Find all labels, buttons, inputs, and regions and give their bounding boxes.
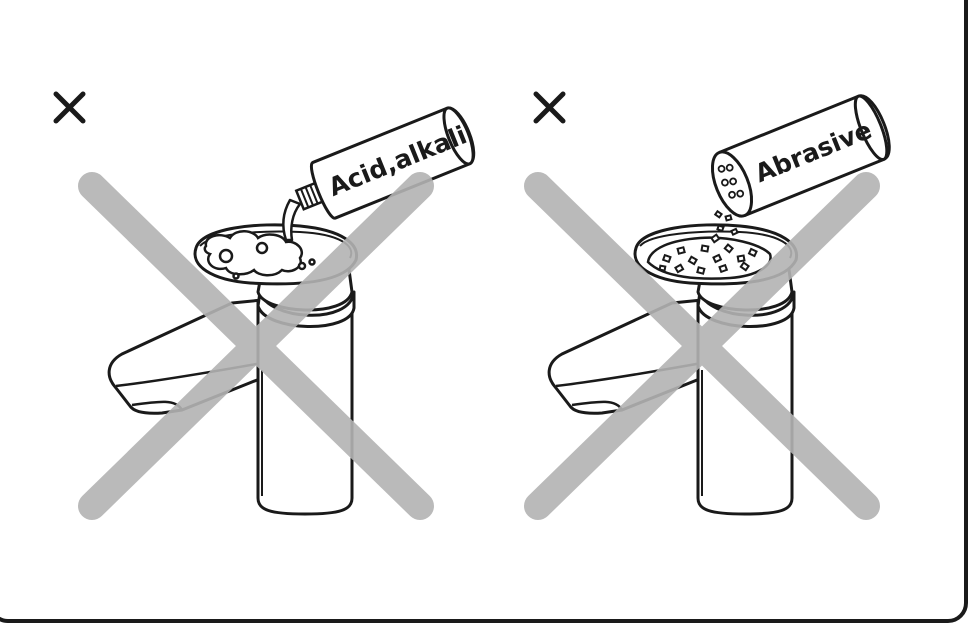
panel-abrasive: Abrasive	[536, 91, 896, 514]
abrasive-granules-illustration	[648, 211, 771, 278]
prohibited-mark-icon	[56, 94, 83, 121]
panel-acid-alkali: Acid,alkali	[56, 94, 480, 514]
prohibited-mark-icon	[536, 94, 563, 121]
